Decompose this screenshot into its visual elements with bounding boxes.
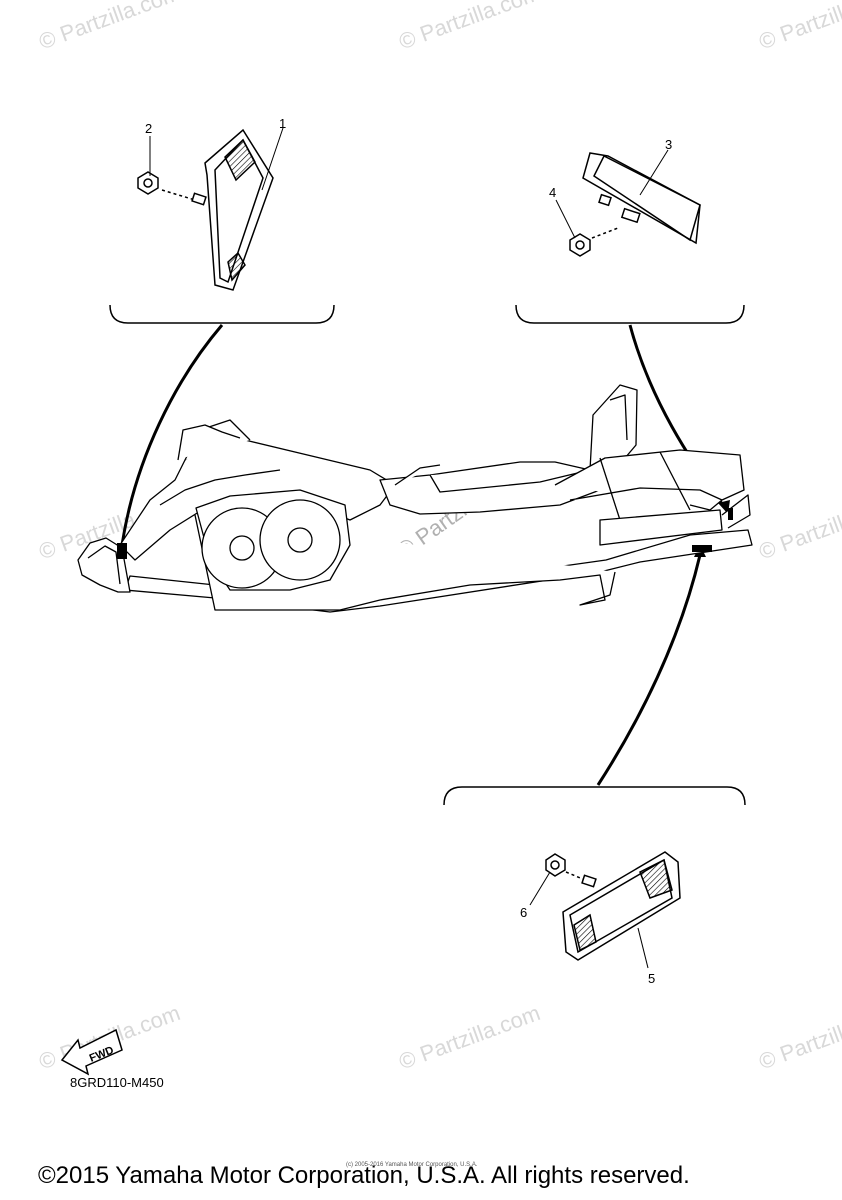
diagram-code: 8GRD110-M450: [70, 1075, 164, 1090]
nut-6: [545, 853, 597, 888]
fwd-arrow-icon: [60, 1028, 123, 1076]
callout-1: 1: [279, 116, 287, 131]
callout-2: 2: [145, 121, 153, 136]
vehicle-reflector-marks: [117, 508, 733, 559]
copyright-small: (c) 2005-2016 Yamaha Motor Corporation, …: [346, 1162, 478, 1168]
copyright-main: ©2015 Yamaha Motor Corporation, U.S.A. A…: [38, 1162, 690, 1189]
nut-2: [137, 171, 207, 206]
callout-4: 4: [549, 185, 557, 200]
bracket-top-left: [109, 304, 335, 324]
callout-6: 6: [520, 905, 528, 920]
reflector-3: [582, 152, 701, 245]
bracket-bottom-right: [443, 786, 746, 806]
callout-3: 3: [665, 137, 673, 152]
reflector-1: [204, 128, 274, 291]
bracket-top-right: [515, 304, 745, 324]
snowmobile-illustration: [77, 384, 753, 613]
callout-leaders: [149, 127, 669, 969]
callout-5: 5: [648, 971, 656, 986]
nut-4: [569, 227, 619, 257]
reflector-5: [562, 851, 681, 961]
